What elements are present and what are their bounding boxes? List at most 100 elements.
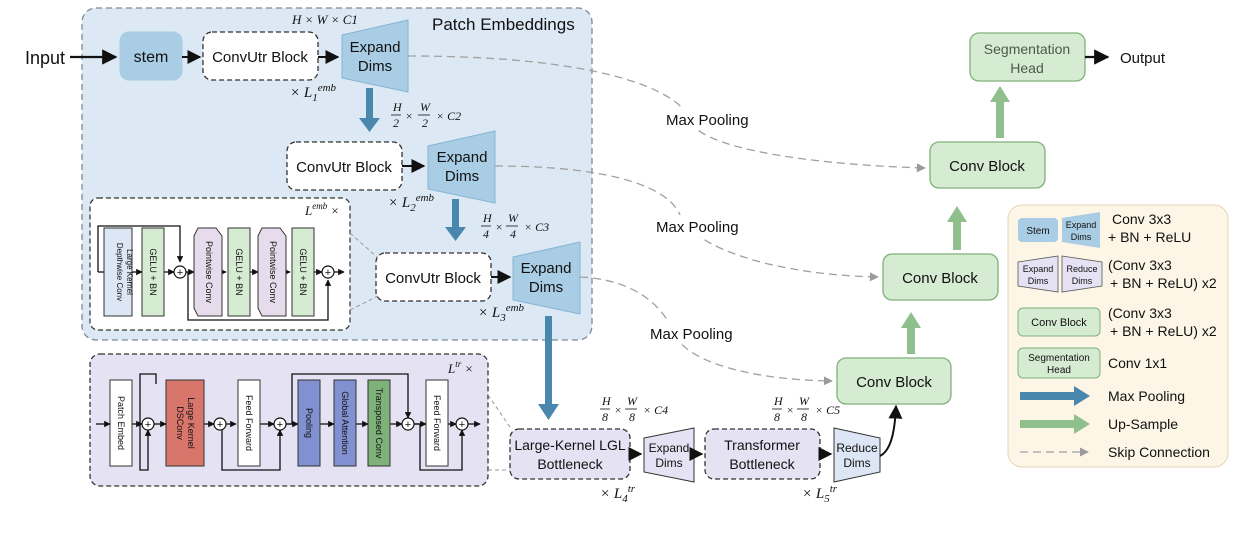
pointwise-conv-2	[257, 227, 287, 317]
segmentation-head-line1: Segmentation	[984, 41, 1070, 57]
convutr-block-3	[375, 252, 492, 302]
legend-desc-1b: + BN + ReLU	[1108, 229, 1191, 245]
svg-text:+: +	[277, 419, 283, 431]
reduce-to-conv-arrow	[879, 404, 903, 457]
feed-forward-1-label: Feed Forward	[244, 395, 254, 451]
lgl-bottleneck-line1: Large-Kernel LGL	[514, 437, 626, 453]
max-pooling-label-3: Max Pooling	[650, 326, 733, 343]
add-node-4	[213, 417, 227, 431]
gelu-bn-3-label: GELU + BN	[298, 248, 308, 295]
l4-label: × L4tr	[600, 483, 636, 505]
legend-seg-head-line2: Head	[1047, 365, 1071, 376]
feed-forward-1	[237, 379, 261, 467]
convutr-block-2-label: ConvUtr Block	[296, 159, 392, 176]
legend-stem	[1018, 218, 1058, 242]
expand-dims-3	[512, 241, 581, 315]
legend-desc-3b: + BN + ReLU) x2	[1110, 323, 1217, 339]
expand-dims-1-dims: Dims	[358, 58, 392, 75]
pointwise-conv-1-label: Pointwise Conv	[204, 241, 214, 304]
convutr-block-3-label: ConvUtr Block	[385, 270, 481, 287]
up-sample-arrow-3	[990, 86, 1010, 138]
feed-forward-2	[425, 379, 449, 467]
large-kernel-dwconv-label: Large KernelDepthwise Conv	[115, 243, 134, 301]
max-pool-arrow-1	[359, 88, 380, 132]
transformer-bottleneck-line2: Bottleneck	[729, 456, 795, 472]
legend-seg-head	[1017, 347, 1101, 379]
pooling-block	[297, 379, 321, 467]
gelu-bn-1	[141, 227, 165, 317]
conv-block-1-label: Conv Block	[856, 374, 932, 391]
svg-text:+: +	[459, 419, 465, 431]
patch-embed-block	[109, 379, 133, 467]
max-pool-arrow-3	[538, 316, 559, 420]
global-attention-block	[333, 379, 357, 467]
legend-reduce-dims	[1061, 255, 1103, 293]
legend-stem-label: Stem	[1026, 226, 1049, 237]
expand-dims-3-expand: Expand	[521, 260, 572, 277]
input-label: Input	[25, 48, 65, 68]
legend-expand-dims-label: Dims	[1071, 232, 1092, 242]
legend-expand-label: Expand	[1066, 220, 1097, 230]
stem-label: stem	[134, 49, 169, 66]
transformer-bottleneck-line1: Transformer	[724, 437, 800, 453]
legend-desc-2b: + BN + ReLU) x2	[1110, 275, 1217, 291]
pointwise-conv-2-label: Pointwise Conv	[268, 241, 278, 304]
expand-dims-2-dims: Dims	[445, 168, 479, 185]
conv-block-3	[929, 141, 1046, 189]
legend-seg-head-line1: Segmentation	[1028, 353, 1090, 364]
conv-block-1	[836, 357, 952, 405]
segmentation-head-line2: Head	[1010, 60, 1043, 76]
legend-expand-dims-2	[1017, 255, 1059, 293]
legend-reduce-label: Reduce	[1066, 264, 1097, 274]
patch-embeddings-title: Patch Embeddings	[432, 15, 575, 34]
large-kernel-dsconv-label: Large KernelDSConv	[175, 397, 196, 449]
add-node-3	[141, 417, 155, 431]
legend-expand-dims	[1062, 212, 1100, 248]
svg-text:+: +	[145, 419, 151, 431]
lgl-bottleneck-line2: Bottleneck	[537, 456, 603, 472]
l5-label: × L5tr	[802, 483, 838, 505]
conv-block-2	[882, 253, 999, 301]
transposed-conv-label: Transposed Conv	[374, 388, 384, 459]
add-node-1	[173, 265, 187, 279]
transposed-conv-block	[367, 379, 391, 467]
legend-desc-1a: Conv 3x3	[1112, 211, 1171, 227]
global-attention-label: Global Attention	[340, 391, 350, 455]
legend-max-pool-arrow	[1020, 386, 1090, 406]
legend-skip-label: Skip Connection	[1108, 444, 1210, 460]
gelu-bn-2	[227, 227, 251, 317]
legend-desc-4: Conv 1x1	[1108, 355, 1167, 371]
expand-dims-4-dims: Dims	[655, 456, 682, 470]
conv-block-2-label: Conv Block	[902, 270, 978, 287]
svg-text:+: +	[177, 267, 183, 279]
convutr-block-2	[286, 141, 403, 191]
expand-dims-2	[427, 130, 496, 204]
up-sample-arrow-1	[901, 312, 921, 354]
patch-embed-label: Patch Embed	[116, 396, 126, 450]
legend-desc-2a: (Conv 3x3	[1108, 257, 1172, 273]
skip-connection-1	[407, 55, 926, 173]
add-node-7	[455, 417, 469, 431]
legend-reduce-dims-label: Dims	[1072, 276, 1093, 286]
reduce-dims	[833, 427, 881, 483]
gelu-bn-2-label: GELU + BN	[234, 248, 244, 295]
add-node-5	[273, 417, 287, 431]
expand-dims-1	[341, 19, 409, 93]
legend-desc-3a: (Conv 3x3	[1108, 305, 1172, 321]
add-node-2	[321, 265, 335, 279]
transformer-bottleneck	[704, 428, 821, 480]
reduce-dims-reduce: Reduce	[836, 441, 878, 455]
max-pooling-label-1: Max Pooling	[666, 112, 749, 129]
legend-expand-2-dims-label: Dims	[1028, 276, 1049, 286]
dim-label-1: H × W × C1	[291, 12, 358, 27]
pooling-label: Pooling	[304, 408, 314, 438]
convutr-block-1	[202, 31, 319, 81]
max-pool-arrow-2	[445, 199, 466, 241]
convutr-block-1-label: ConvUtr Block	[212, 49, 308, 66]
svg-text:+: +	[405, 419, 411, 431]
